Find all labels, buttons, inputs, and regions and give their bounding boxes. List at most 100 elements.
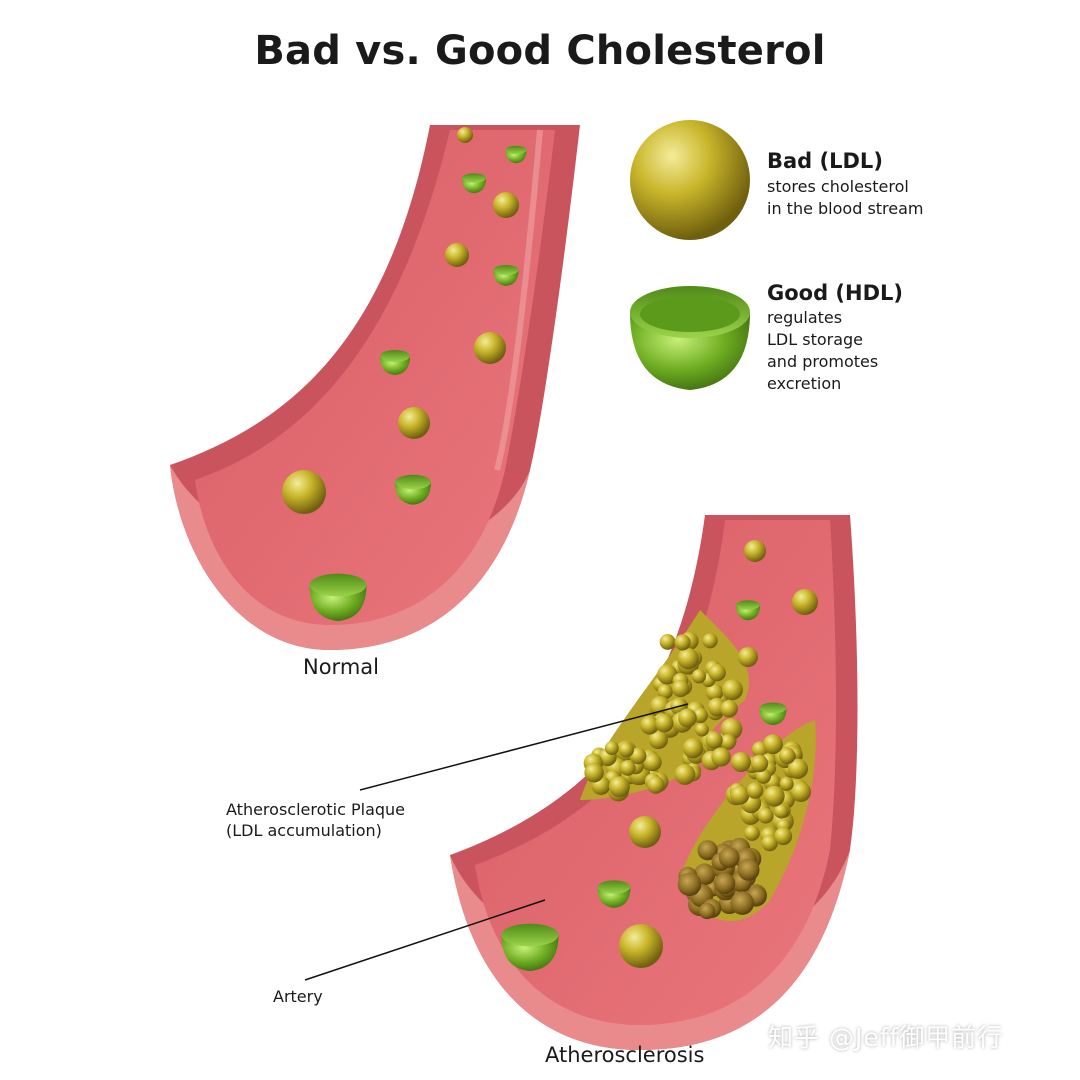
diseased-artery [450, 515, 858, 1050]
plaque-sphere [648, 729, 668, 750]
ldl-particle [744, 540, 766, 562]
plaque-sphere [677, 872, 702, 897]
legend-hdl-name: Good (HDL) [767, 281, 904, 305]
plaque-sphere [584, 763, 604, 783]
plaque-leader-line [359, 703, 689, 791]
hdl-particle [395, 474, 431, 505]
plaque-sphere [643, 753, 662, 772]
hdl-particle [759, 702, 787, 726]
hdl-particle [597, 880, 631, 908]
ldl-particle [629, 816, 661, 848]
legend-ldl-desc-line: in the blood stream [767, 199, 924, 218]
plaque-sphere [655, 714, 674, 733]
plaque-callout-line: Atherosclerotic Plaque [226, 800, 406, 819]
plaque-sphere [720, 699, 738, 718]
plaque-sphere [618, 741, 635, 758]
plaque-sphere [702, 633, 718, 649]
legend-hdl-icon [630, 286, 750, 390]
plaque-sphere [705, 731, 723, 749]
plaque-sphere [744, 825, 760, 841]
plaque-sphere [604, 741, 619, 756]
atherosclerosis-caption: Atherosclerosis [545, 1043, 705, 1067]
ldl-particle [398, 407, 430, 439]
plaque-sphere [774, 827, 793, 846]
legend-ldl-icon [630, 120, 750, 240]
artery-callout: Artery [273, 987, 323, 1006]
plaque-sphere [697, 840, 718, 861]
plaque-sphere [720, 733, 736, 750]
plaque-sphere [691, 669, 707, 684]
artery-leader-line [304, 899, 546, 981]
plaque-sphere [773, 803, 789, 819]
hdl-particle [309, 573, 367, 622]
ldl-particle [731, 752, 751, 772]
plaque-sphere [677, 647, 699, 670]
normal-ldl-particles [282, 127, 519, 514]
plaque-sphere [698, 902, 716, 920]
plaque-sphere [737, 858, 760, 881]
plaque-sphere [640, 715, 659, 735]
legend-hdl-desc-line: excretion [767, 374, 842, 393]
plaque-sphere [763, 785, 785, 807]
legend-hdl-desc-line: LDL storage [767, 330, 864, 349]
page-title: Bad vs. Good Cholesterol [254, 28, 826, 74]
plaque-sphere [708, 663, 726, 682]
plaque-sphere [778, 747, 796, 765]
ldl-particle [738, 647, 758, 667]
hdl-particle [501, 923, 559, 972]
plaque-sphere [718, 847, 740, 868]
ldl-particle [792, 589, 818, 615]
plaque-sphere [790, 781, 812, 802]
plaque-sphere [757, 807, 774, 824]
plaque-sphere [608, 776, 630, 798]
normal-artery-cross-section [170, 465, 530, 650]
diseased-artery-cross-section [450, 850, 850, 1050]
plaque-sphere [647, 776, 665, 794]
plaque-sphere [711, 747, 731, 767]
plaque-sphere [674, 634, 691, 651]
plaque-sphere [671, 679, 690, 698]
plaque-callout-line: (LDL accumulation) [226, 821, 382, 840]
plaque-sphere [674, 764, 696, 785]
legend-ldl-name: Bad (LDL) [767, 149, 883, 173]
normal-hdl-particles [309, 145, 527, 622]
plaque-sphere [787, 758, 809, 779]
ldl-particle [282, 470, 326, 514]
hdl-particle [462, 173, 486, 194]
plaque-sphere [755, 768, 772, 784]
plaque-sphere [761, 834, 778, 852]
plaque-sphere [657, 664, 678, 685]
plaque-sphere [619, 759, 636, 776]
plaque-sphere [694, 722, 709, 737]
legend-ldl-desc-line: stores cholesterol [767, 177, 909, 196]
plaque-sphere [722, 679, 743, 701]
plaque-sphere [657, 683, 673, 700]
hdl-particle [493, 264, 519, 286]
plaque-deposit-upper [580, 610, 749, 802]
plaque-sphere [678, 708, 697, 728]
plaque-sphere [779, 776, 794, 791]
plaque-sphere [714, 872, 736, 895]
plaque-sphere [682, 738, 704, 759]
ldl-particle [457, 127, 473, 143]
plaque-sphere [730, 785, 750, 805]
plaque-sphere [629, 747, 647, 765]
hdl-particle [505, 145, 527, 164]
plaque-deposit-lower [677, 720, 816, 922]
legend-hdl-desc-line: and promotes [767, 352, 879, 371]
hdl-particle [736, 600, 760, 621]
ldl-particle [445, 243, 469, 267]
plaque-sphere [750, 754, 769, 773]
normal-caption: Normal [303, 655, 379, 679]
plaque-sphere [705, 683, 724, 702]
ldl-particle [619, 924, 663, 968]
plaque-sphere [659, 634, 676, 650]
ldl-particle [474, 332, 506, 364]
plaque-sphere [730, 891, 754, 915]
hdl-particle [380, 350, 410, 375]
legend-hdl-desc-line: regulates [767, 308, 843, 327]
watermark: 知乎 @Jeff御甲前行 [768, 1023, 1004, 1052]
plaque-sphere [746, 782, 764, 799]
ldl-particle [493, 192, 519, 218]
